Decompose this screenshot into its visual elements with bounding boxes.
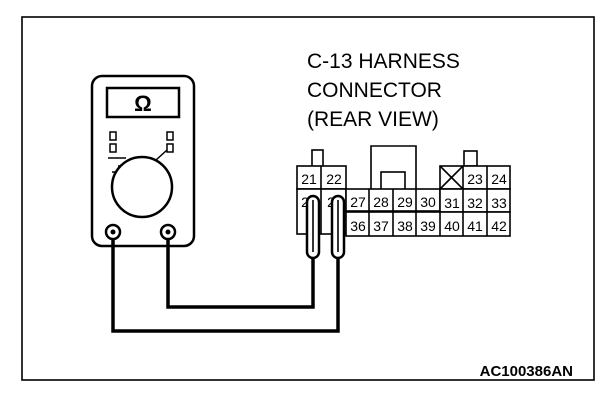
com-jack-center — [110, 229, 116, 235]
pin-42: 42 — [491, 218, 507, 234]
pin-32: 32 — [467, 195, 483, 211]
multimeter: Ω — [90, 74, 196, 248]
pin-28: 28 — [373, 194, 389, 210]
pin-37: 37 — [373, 218, 389, 234]
connector-tab-right — [463, 150, 478, 167]
pin-38: 38 — [397, 218, 413, 234]
pin-30: 30 — [420, 194, 436, 210]
pin-33: 33 — [491, 195, 507, 211]
pin-22: 22 — [326, 171, 342, 187]
figure-code: AC100386AN — [480, 363, 573, 380]
test-probes — [305, 194, 346, 260]
pin-block-bottom — [345, 211, 511, 237]
connector-tab-left — [311, 149, 324, 168]
figure-frame — [21, 16, 595, 381]
c13-connector — [296, 145, 511, 237]
pin-39: 39 — [420, 218, 436, 234]
selector-dial[interactable] — [110, 155, 174, 219]
pin-31: 31 — [444, 195, 460, 211]
connector-title-line-3: (REAR VIEW) — [307, 108, 439, 131]
multimeter-display — [105, 86, 181, 119]
pin-24: 24 — [491, 171, 507, 187]
pin-36: 36 — [350, 218, 366, 234]
test-lead-ohm — [166, 239, 315, 309]
connector-lock — [370, 145, 417, 192]
pin-29: 29 — [397, 194, 413, 210]
test-lead-com — [111, 239, 340, 333]
pin-40: 40 — [444, 218, 460, 234]
ohm-symbol: Ω — [134, 91, 152, 116]
pin-25-partial: 2 — [301, 194, 309, 210]
pin-41: 41 — [467, 218, 483, 234]
pin-21: 21 — [301, 171, 317, 187]
connector-title-line-2: CONNECTOR — [307, 79, 442, 102]
pin-23: 23 — [467, 171, 483, 187]
connector-title-line-1: C-13 HARNESS — [307, 50, 460, 73]
ohm-jack-center — [165, 229, 171, 235]
pin-27: 27 — [350, 194, 366, 210]
